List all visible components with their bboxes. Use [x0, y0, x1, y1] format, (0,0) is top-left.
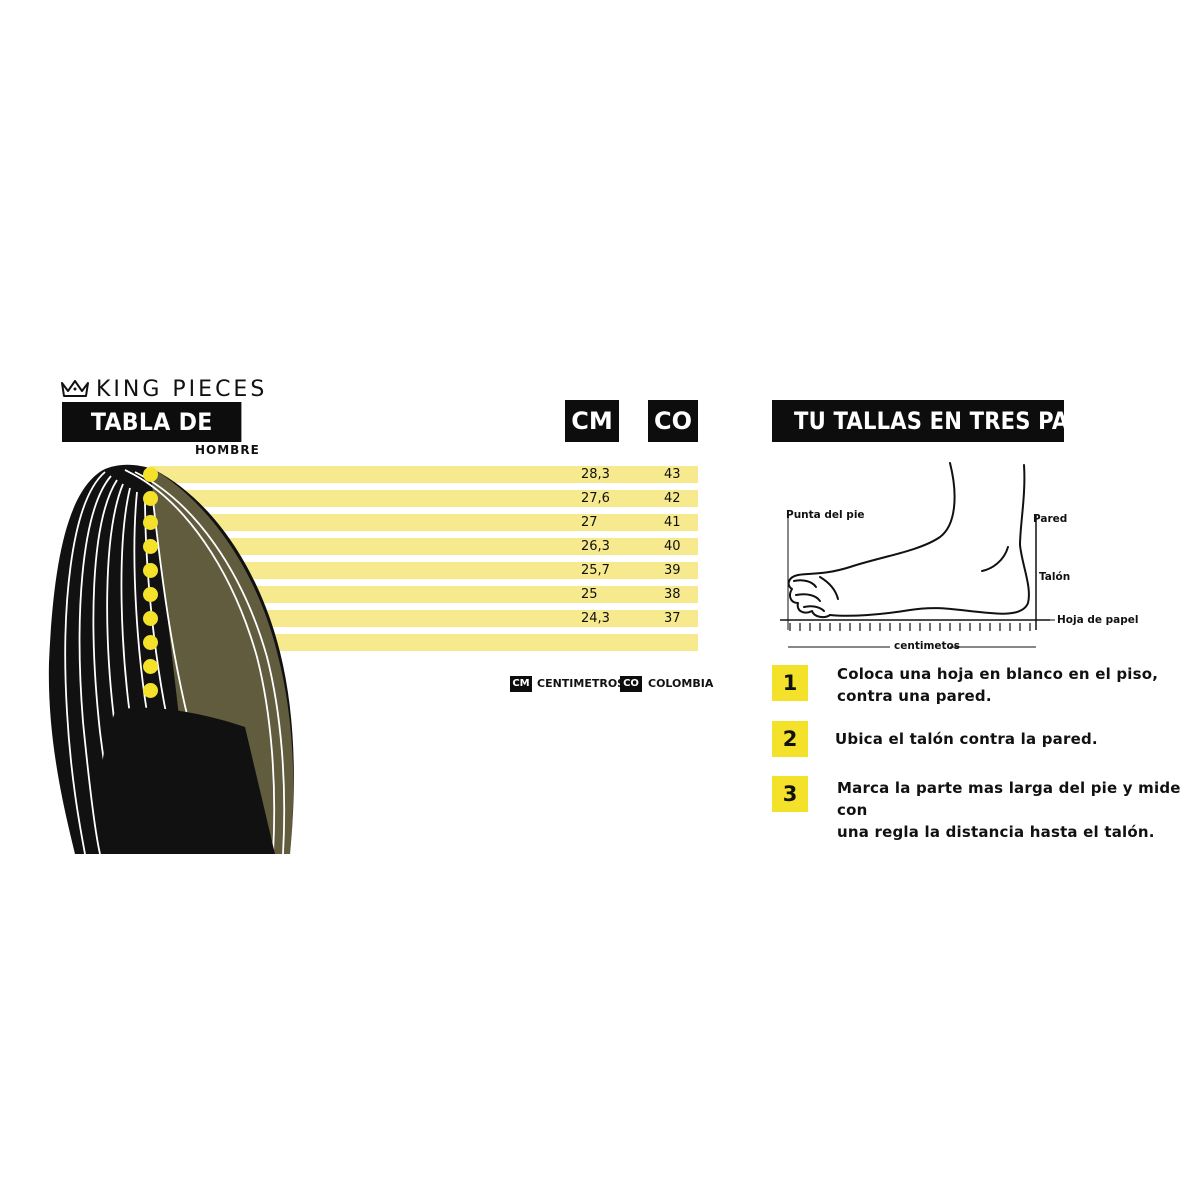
size-table-subtitle: HOMBRE: [195, 443, 260, 457]
brand-name: KING PIECES: [96, 376, 268, 402]
size-dot: [143, 539, 158, 554]
table-row: [150, 490, 698, 507]
cm-cell: 25: [581, 587, 598, 602]
table-row: [150, 586, 698, 603]
cm-cell: 27,6: [581, 491, 610, 506]
cm-cell: 27: [581, 515, 598, 530]
legend-cm-abbr: CM: [510, 676, 532, 692]
crown-icon: [61, 380, 89, 397]
size-dot: [143, 635, 158, 650]
legend-co-abbr: CO: [620, 676, 642, 692]
foot-measure-diagram: [780, 455, 1120, 655]
toe-label: Punta del pie: [786, 509, 865, 521]
size-dot: [143, 587, 158, 602]
cm-cell: 28,3: [581, 467, 610, 482]
steps-title: TU TALLAS EN TRES PASOS: [772, 400, 1117, 442]
cm-cell: 24,3: [581, 611, 610, 626]
size-dot: [143, 467, 158, 482]
column-header-cm: CM: [565, 400, 619, 442]
size-dot: [143, 563, 158, 578]
size-table-title: TABLA DE TALLAS: [62, 402, 242, 476]
co-cell: 42: [664, 491, 681, 506]
size-dot: [143, 491, 158, 506]
table-row: [150, 562, 698, 579]
step-text: Marca la parte mas larga del pie y mide …: [837, 779, 1181, 841]
ruler-label: centimetos: [894, 640, 960, 652]
column-header-co: CO: [648, 400, 698, 442]
co-cell: 41: [664, 515, 681, 530]
size-dot: [143, 611, 158, 626]
co-cell: 38: [664, 587, 681, 602]
table-row: [150, 466, 698, 483]
size-dot: [143, 659, 158, 674]
legend-co-label: COLOMBIA: [648, 677, 714, 690]
step-number: 3: [772, 776, 808, 812]
brand-logo: KING PIECES: [60, 376, 268, 402]
table-row: [150, 514, 698, 531]
cm-cell: 26,3: [581, 539, 610, 554]
cm-cell: 25,7: [581, 563, 610, 578]
step-text: Coloca una hoja en blanco en el piso, co…: [837, 665, 1159, 705]
step-number: 2: [772, 721, 808, 757]
size-dot: [143, 515, 158, 530]
table-row: [150, 538, 698, 555]
paper-label: Hoja de papel: [1057, 614, 1139, 626]
co-cell: 37: [664, 611, 681, 626]
step-text: Ubica el talón contra la pared.: [835, 730, 1098, 748]
size-dot: [143, 683, 158, 698]
table-row: [150, 610, 698, 627]
co-cell: 40: [664, 539, 681, 554]
table-row: [150, 634, 698, 651]
wall-label: Pared: [1033, 513, 1068, 525]
heel-label: Talón: [1039, 571, 1071, 583]
legend-cm-label: CENTIMETROS: [537, 677, 626, 690]
shoe-sole-illustration: [45, 462, 305, 857]
co-cell: 39: [664, 563, 681, 578]
step-number: 1: [772, 665, 808, 701]
co-cell: 43: [664, 467, 681, 482]
